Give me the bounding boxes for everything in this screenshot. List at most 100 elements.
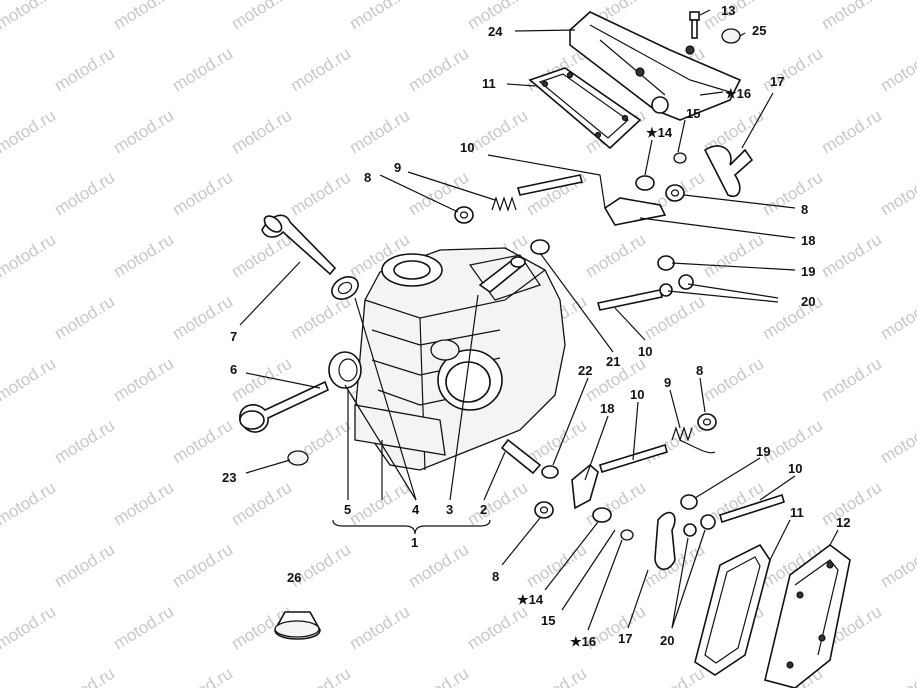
watermark-text: motod.ru	[287, 44, 354, 96]
label-8b: 8	[801, 202, 808, 217]
watermark-text: motod.ru	[346, 106, 413, 158]
label-9a: 9	[394, 160, 401, 175]
label-11a: 11	[482, 76, 496, 91]
label-9b: 9	[664, 375, 671, 390]
watermark-text: motod.ru	[818, 106, 885, 158]
watermark-text: motod.ru	[0, 230, 59, 282]
watermark-text: motod.ru	[405, 44, 472, 96]
watermark-text: motod.ru	[877, 416, 917, 468]
plug-23	[287, 450, 309, 466]
label-10b: 10	[638, 344, 652, 359]
watermark-text: motod.ru	[228, 354, 295, 406]
watermark-text: motod.ru	[287, 664, 354, 688]
seal-21	[530, 239, 550, 255]
valve-7	[261, 214, 337, 276]
label-21: 21	[606, 354, 620, 369]
label-8d: 8	[492, 569, 499, 584]
watermark-text: motod.ru	[51, 664, 118, 688]
plug-25	[721, 28, 741, 44]
watermark-text: motod.ru	[759, 168, 826, 220]
watermark-text: motod.ru	[51, 44, 118, 96]
label-26: 26	[287, 570, 301, 585]
watermark-text: motod.ru	[51, 416, 118, 468]
watermark-text: motod.ru	[877, 540, 917, 592]
watermark-text: motod.ru	[759, 292, 826, 344]
watermark-text: motod.ru	[700, 354, 767, 406]
label-14b: ★14	[517, 592, 544, 607]
watermark-text: motod.ru	[110, 354, 177, 406]
springs-9	[491, 196, 716, 454]
label-20a: 20	[801, 294, 815, 309]
valve-cover-24	[569, 11, 742, 121]
label-15a: 15	[686, 106, 700, 121]
label-7: 7	[230, 329, 237, 344]
watermark-text: motod.ru	[346, 478, 413, 530]
label-10d: 10	[788, 461, 802, 476]
bushing-14-bottom	[592, 507, 612, 523]
rocker-arms	[571, 145, 754, 570]
watermark-text: motod.ru	[169, 664, 236, 688]
watermark-text: motod.ru	[464, 602, 531, 654]
watermark-text: motod.ru	[0, 478, 59, 530]
watermark-text: motod.ru	[877, 168, 917, 220]
label-10a: 10	[460, 140, 474, 155]
label-13: 13	[721, 3, 735, 18]
watermark-text: motod.ru	[346, 602, 413, 654]
label-17b: 17	[618, 631, 632, 646]
watermark-text: motod.ru	[0, 0, 59, 33]
label-8c: 8	[696, 363, 703, 378]
valve-seat-5	[328, 351, 362, 389]
label-22: 22	[578, 363, 592, 378]
watermark-text: motod.ru	[818, 230, 885, 282]
label-25: 25	[752, 23, 766, 38]
watermark-text: motod.ru	[346, 0, 413, 33]
seal-22	[541, 465, 559, 479]
watermark-text: motod.ru	[51, 168, 118, 220]
watermark-text: motod.ru	[110, 106, 177, 158]
watermark-text: motod.ru	[877, 664, 917, 688]
label-18a: 18	[801, 233, 815, 248]
watermark-text: motod.ru	[877, 44, 917, 96]
bolt-13	[689, 11, 700, 39]
watermark-text: motod.ru	[582, 230, 649, 282]
watermark-text: motod.ru	[0, 602, 59, 654]
watermark-text: motod.ru	[228, 478, 295, 530]
watermark-text: motod.ru	[228, 230, 295, 282]
label-16a: ★16	[725, 86, 751, 101]
cylinder-head	[354, 247, 566, 471]
pin-16-bottom	[620, 529, 634, 541]
label-15b: 15	[541, 613, 555, 628]
watermark-text: motod.ru	[110, 478, 177, 530]
label-6: 6	[230, 362, 237, 377]
watermark-text: motod.ru	[700, 230, 767, 282]
label-8a: 8	[364, 170, 371, 185]
watermark-text: motod.ru	[877, 292, 917, 344]
watermark-text: motod.ru	[169, 416, 236, 468]
watermark-text: motod.ru	[464, 478, 531, 530]
valve-6	[239, 380, 330, 433]
watermark-text: motod.ru	[523, 664, 590, 688]
watermark-text: motod.ru	[405, 664, 472, 688]
label-3: 3	[446, 502, 453, 517]
label-10c: 10	[630, 387, 644, 402]
bushing-14-top	[635, 175, 655, 191]
cover-12	[764, 544, 851, 688]
watermark-text: motod.ru	[169, 168, 236, 220]
watermark-text: motod.ru	[228, 106, 295, 158]
label-20b: 20	[660, 633, 674, 648]
shims-19-20	[657, 255, 716, 537]
watermark-text: motod.ru	[228, 0, 295, 33]
watermark-text: motod.ru	[169, 44, 236, 96]
label-17a: 17	[770, 74, 784, 89]
label-11b: 11	[790, 505, 804, 520]
washers-8	[454, 184, 717, 519]
watermark-text: motod.ru	[287, 168, 354, 220]
label-14a: ★14	[646, 125, 673, 140]
watermark-text: motod.ru	[110, 0, 177, 33]
label-23: 23	[222, 470, 236, 485]
watermark-text: motod.ru	[51, 540, 118, 592]
watermark-text: motod.ru	[110, 230, 177, 282]
watermark-text: motod.ru	[818, 478, 885, 530]
watermark-text: motod.ru	[110, 602, 177, 654]
